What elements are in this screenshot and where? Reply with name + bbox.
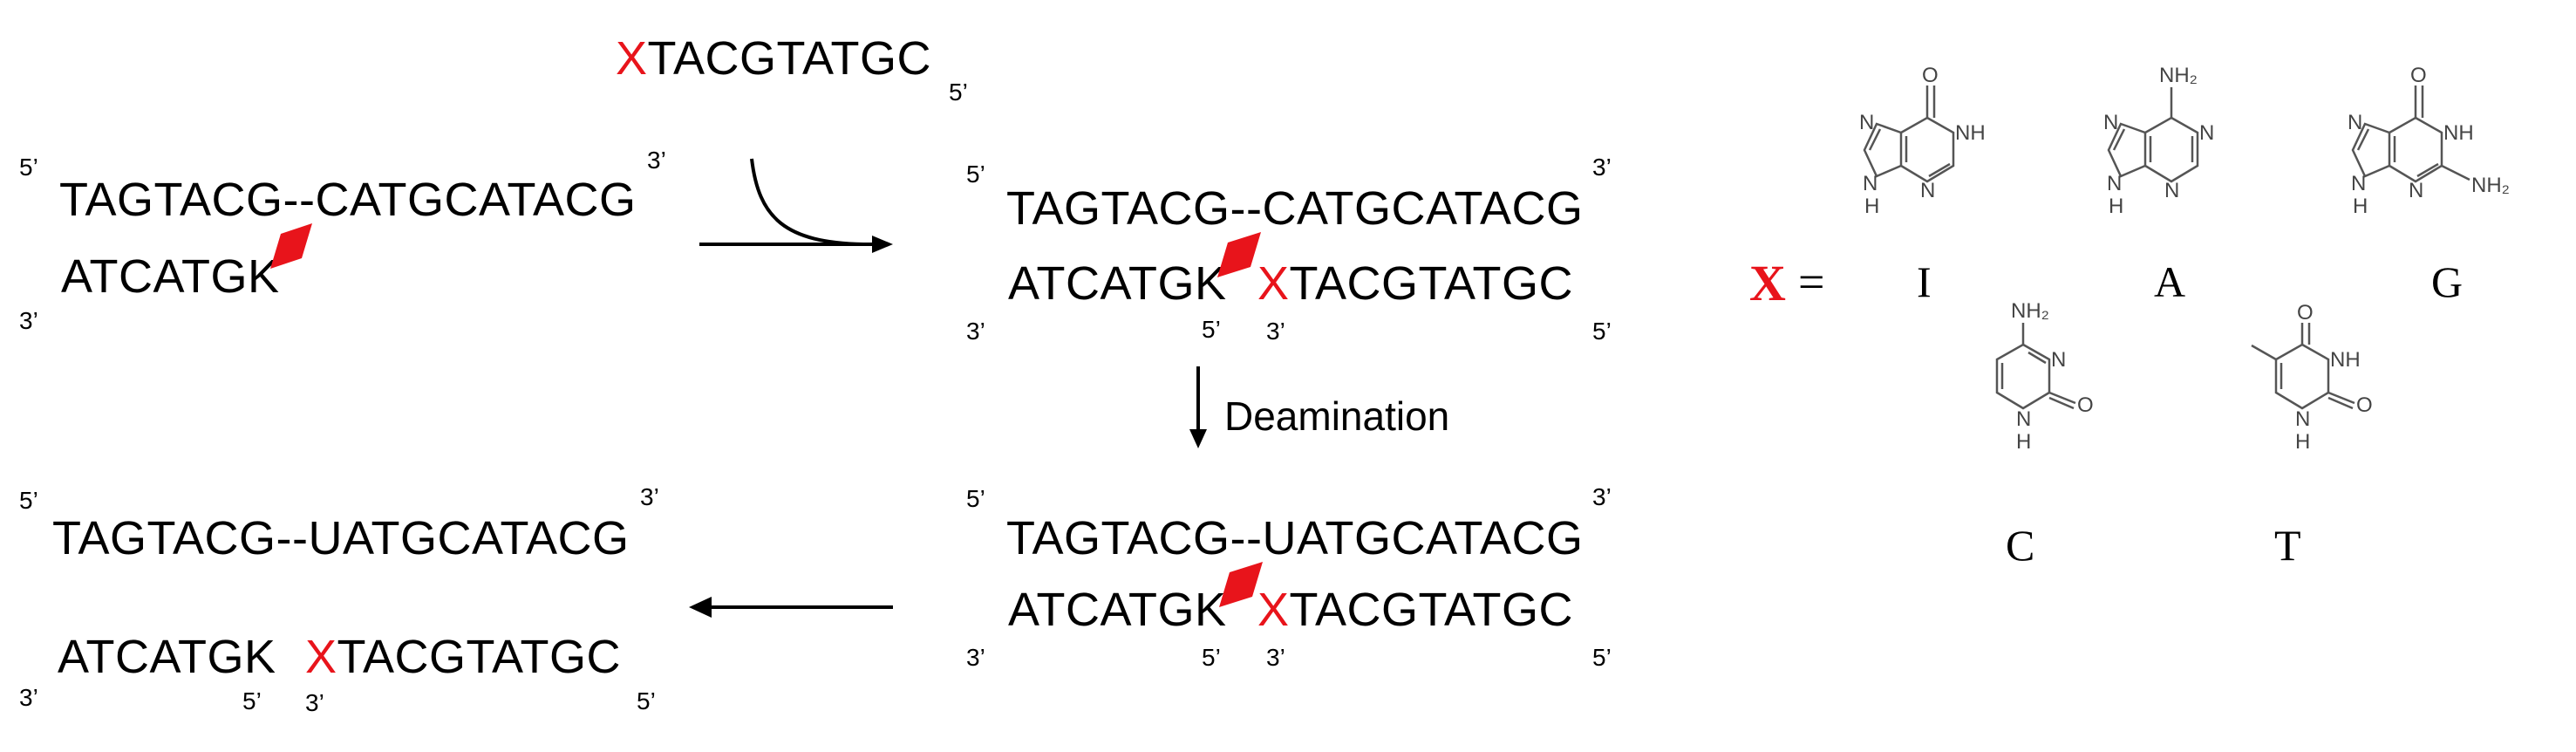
thymine-atom-h: H xyxy=(2295,430,2310,454)
inosine-atom-n3: N xyxy=(1863,172,1877,195)
adenine-atom-h: H xyxy=(2109,195,2123,218)
deaminated-top-strand: TAGTACG--UATGCATACG xyxy=(1006,512,1584,564)
bound-x-seq: TACGTATGC xyxy=(1289,257,1573,310)
guanine-atom-nh: NH xyxy=(2443,121,2474,145)
bound-ligated-strand: XTACGTATGC xyxy=(1257,260,1573,307)
base-name-T: T xyxy=(2274,521,2301,570)
structure-guanine: O NH NH₂ N N N H xyxy=(2348,64,2510,218)
cytosine-atom-o: O xyxy=(2077,393,2094,417)
reaction-graphics xyxy=(270,158,1263,618)
guanine-atom-n1: N xyxy=(2409,179,2423,202)
start-top-strand: TAGTACG--CATGCATACG xyxy=(59,174,637,226)
product-bottom-right-label: 5’ xyxy=(637,687,656,714)
incoming-seq: TACGTATGC xyxy=(647,32,931,85)
deaminated-top-left-label: 5’ xyxy=(966,485,985,512)
legend-equals: = xyxy=(1798,256,1825,308)
arrow-left-head xyxy=(689,597,712,618)
structure-adenine: NH₂ N N N N H xyxy=(2103,64,2214,218)
lesion-marker-start xyxy=(270,223,312,269)
guanine-atom-n3: N xyxy=(2351,172,2366,195)
arrow-down-head xyxy=(1189,429,1207,448)
deaminated-bottom-strand: ATCATGK xyxy=(1008,584,1227,636)
guanine-atom-o: O xyxy=(2410,64,2427,87)
product-top-left-label: 5’ xyxy=(19,487,38,514)
deaminated-nick-3-label: 3’ xyxy=(1266,644,1285,671)
bound-nick-3-label: 3’ xyxy=(1266,318,1285,345)
base-name-A: A xyxy=(2154,257,2186,306)
deamination-label: Deamination xyxy=(1224,393,1450,439)
bound-top-strand: TAGTACG--CATGCATACG xyxy=(1006,182,1584,235)
base-name-C: C xyxy=(2006,521,2035,570)
base-name-I: I xyxy=(1917,257,1932,306)
deaminated-x-seq: TACGTATGC xyxy=(1289,584,1573,636)
structure-cytosine: NH₂ N O N H xyxy=(1995,299,2094,454)
adenine-atom-nh2: NH₂ xyxy=(2159,64,2198,87)
deaminated-nick-5-label: 5’ xyxy=(1202,644,1221,671)
thymine-atom-o2: O xyxy=(2356,393,2373,417)
product-free-strand: XTACGTATGC xyxy=(305,633,621,680)
structure-inosine: O NH N N N H xyxy=(1859,64,1986,218)
product-bottom-strand: ATCATGK xyxy=(58,631,276,683)
product-x: X xyxy=(305,631,337,683)
start-bottom-left-label: 3’ xyxy=(19,307,38,334)
inosine-atom-o: O xyxy=(1922,64,1939,87)
guanine-atom-h: H xyxy=(2353,195,2368,218)
adenine-atom-n3: N xyxy=(2103,111,2118,134)
start-top-left-label: 5’ xyxy=(19,154,38,181)
base-name-G: G xyxy=(2431,257,2464,306)
guanine-atom-n2: N xyxy=(2348,111,2362,134)
bound-bottom-right-label: 5’ xyxy=(1592,318,1612,345)
deaminated-top-right-label: 3’ xyxy=(1592,483,1612,510)
cytosine-atom-n1: N xyxy=(2051,348,2066,372)
legend-x-symbol: X xyxy=(1749,255,1786,311)
thymine-atom-o1: O xyxy=(2297,301,2314,325)
bound-bottom-left-label: 3’ xyxy=(966,318,985,345)
thymine-atom-nh: NH xyxy=(2330,348,2361,372)
incoming-end-label: 5’ xyxy=(949,79,968,106)
lesion-marker-bound xyxy=(1217,232,1261,277)
bound-x: X xyxy=(1257,257,1290,310)
product-nick-5-label: 5’ xyxy=(242,687,262,714)
adenine-atom-n4: N xyxy=(2107,172,2122,195)
structure-thymine: O NH O N H xyxy=(2251,301,2373,454)
bound-top-right-label: 3’ xyxy=(1592,154,1612,181)
bound-bottom-strand: ATCATGK xyxy=(1008,257,1227,310)
deaminated-ligated-strand: XTACGTATGC xyxy=(1257,586,1573,633)
product-bottom-left-label: 3’ xyxy=(19,684,38,711)
adenine-atom-n2: N xyxy=(2164,179,2179,202)
cytosine-atom-n2: N xyxy=(2016,407,2031,431)
product-nick-3-label: 3’ xyxy=(305,689,324,716)
inosine-atom-h: H xyxy=(1864,195,1879,218)
start-bottom-strand: ATCATGK xyxy=(61,250,280,303)
inosine-atom-n2: N xyxy=(1859,111,1874,134)
adenine-atom-n1: N xyxy=(2199,121,2214,145)
arrow-right-head xyxy=(872,236,893,253)
bound-top-left-label: 5’ xyxy=(966,161,985,188)
deaminated-bottom-right-label: 5’ xyxy=(1592,644,1612,671)
deaminated-bottom-left-label: 3’ xyxy=(966,644,985,671)
lesion-marker-deaminated xyxy=(1219,562,1263,607)
incoming-x: X xyxy=(616,32,648,85)
product-x-seq: TACGTATGC xyxy=(337,631,621,683)
bound-nick-5-label: 5’ xyxy=(1202,316,1221,343)
cytosine-atom-nh2: NH₂ xyxy=(2011,299,2049,323)
inosine-atom-nh: NH xyxy=(1955,121,1986,145)
incoming-strand: XTACGTATGC xyxy=(616,35,931,82)
cytosine-atom-h: H xyxy=(2016,430,2031,454)
start-top-right-label: 3’ xyxy=(647,147,666,174)
guanine-atom-nh2: NH₂ xyxy=(2471,174,2510,197)
product-top-strand: TAGTACG--UATGCATACG xyxy=(52,512,630,564)
deaminated-x: X xyxy=(1257,584,1290,636)
thymine-atom-n: N xyxy=(2295,407,2310,431)
product-top-right-label: 3’ xyxy=(640,483,659,510)
inosine-atom-n1: N xyxy=(1920,179,1935,202)
